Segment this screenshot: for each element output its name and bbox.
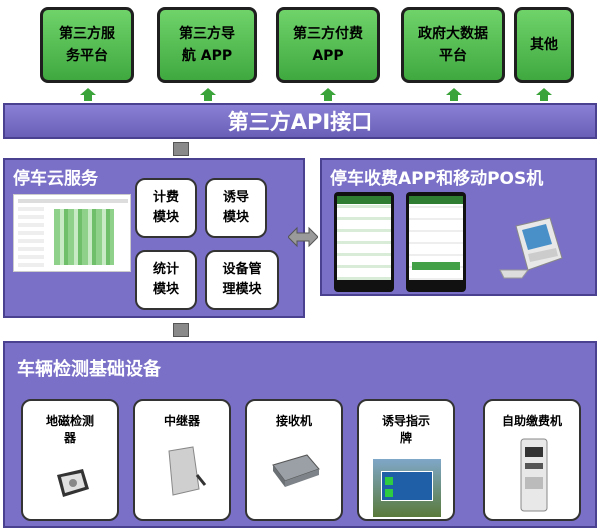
double-arrow-icon: [287, 226, 319, 248]
app-pos-panel: 停车收费APP和移动POS机: [320, 158, 597, 296]
device-guidance-sign: 诱导指示牌: [357, 399, 455, 521]
repeater-icon: [163, 445, 207, 505]
arrow-up-icon: [320, 88, 336, 101]
detector-icon: [53, 467, 91, 505]
receiver-icon: [269, 451, 323, 493]
device-self-pay-machine: 自助缴费机: [483, 399, 581, 521]
box-third-party-service-platform: 第三方服务平台: [40, 7, 134, 83]
connector-icon: [173, 323, 189, 337]
third-party-api-bar: 第三方API接口: [3, 103, 597, 139]
device-geomagnetic-detector: 地磁检测器: [21, 399, 119, 521]
connector-icon: [173, 142, 189, 156]
box-third-party-nav-app: 第三方导航 APP: [157, 7, 257, 83]
devices-panel: 车辆检测基础设备 地磁检测器 中继器 接收机 诱导指示牌 自助缴费机: [3, 341, 597, 528]
device-repeater: 中继器: [133, 399, 231, 521]
pos-terminal-icon: [498, 216, 568, 280]
devices-title: 车辆检测基础设备: [17, 359, 161, 380]
cloud-service-panel: 停车云服务 计费模块 诱导模块 统计模块 设备管理模块: [3, 158, 305, 318]
arrow-up-icon: [200, 88, 216, 101]
module-billing: 计费模块: [135, 178, 197, 238]
guidance-sign-photo: [373, 459, 441, 517]
cloud-service-title: 停车云服务: [13, 169, 98, 189]
module-device-management: 设备管理模块: [205, 250, 279, 310]
self-pay-machine-icon: [517, 437, 551, 519]
box-other: 其他: [514, 7, 574, 83]
dashboard-screenshot: [13, 194, 131, 272]
arrow-up-icon: [80, 88, 96, 101]
box-gov-bigdata-platform: 政府大数据平台: [401, 7, 505, 83]
phone-screenshot: [406, 192, 466, 292]
app-pos-title: 停车收费APP和移动POS机: [330, 169, 544, 189]
arrow-up-icon: [446, 88, 462, 101]
module-statistics: 统计模块: [135, 250, 197, 310]
device-receiver: 接收机: [245, 399, 343, 521]
phone-screenshot: [334, 192, 394, 292]
arrow-up-icon: [536, 88, 552, 101]
module-guidance: 诱导模块: [205, 178, 267, 238]
